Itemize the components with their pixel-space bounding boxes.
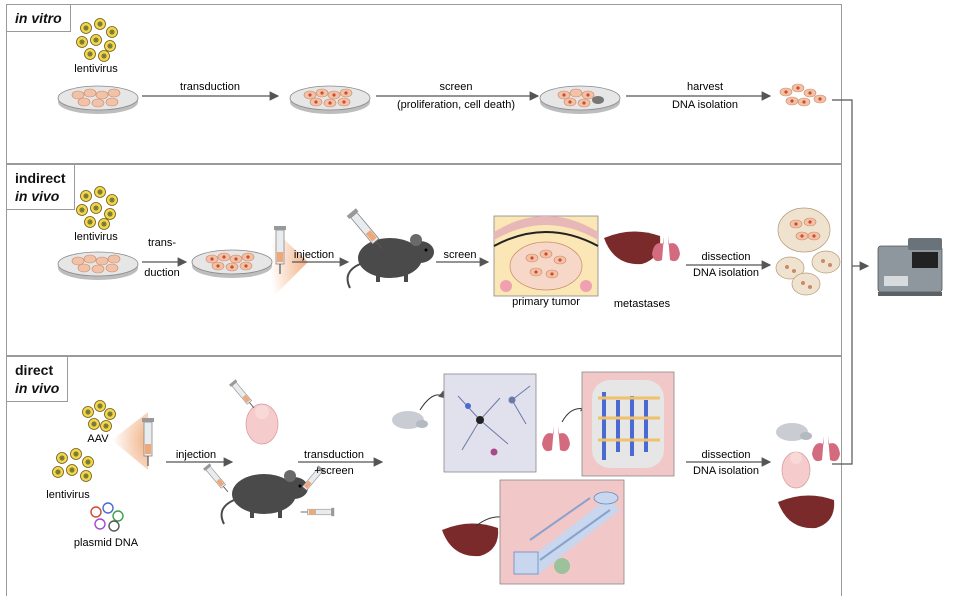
trans-label: trans- bbox=[148, 237, 176, 249]
indirect-in-vivo-title: indirect in vivo bbox=[7, 165, 75, 210]
dissection-label-1: dissection bbox=[702, 251, 751, 263]
lentivirus-label-1: lentivirus bbox=[74, 63, 118, 75]
dna-isolation-label-3: DNA isolation bbox=[693, 465, 759, 477]
in-vitro-panel: in vitro bbox=[6, 4, 842, 164]
harvest-label: harvest bbox=[687, 81, 723, 93]
direct-in-vivo-title: direct in vivo bbox=[7, 357, 69, 402]
dissection-label-2: dissection bbox=[702, 449, 751, 461]
aav-cluster bbox=[82, 400, 116, 432]
direct-in-vivo-panel: direct in vivo bbox=[6, 356, 842, 596]
indirect-title-line2: in vivo bbox=[15, 188, 60, 204]
lentivirus-label-2: lentivirus bbox=[74, 231, 118, 243]
brain-2 bbox=[776, 423, 812, 441]
direct-title-line1: direct bbox=[15, 362, 54, 378]
liver-tissue-box bbox=[499, 479, 625, 585]
sequencer-icon bbox=[877, 238, 943, 296]
syringe-5 bbox=[202, 462, 232, 495]
petri-dish-3 bbox=[539, 85, 621, 115]
screen-detail-label: (proliferation, cell death) bbox=[397, 99, 515, 111]
brain-1 bbox=[392, 411, 428, 429]
screen-label-mid: screen bbox=[443, 249, 476, 261]
direct-title-line2: in vivo bbox=[15, 380, 60, 396]
aav-label: AAV bbox=[87, 433, 109, 445]
indirect-title-line1: indirect bbox=[15, 170, 66, 186]
duction-label: duction bbox=[144, 267, 179, 279]
metastases-label: metastases bbox=[614, 298, 671, 310]
plasmid-dna-cluster bbox=[90, 502, 124, 532]
lung-3 bbox=[812, 436, 840, 462]
mouse-2 bbox=[220, 469, 309, 525]
syringe-4 bbox=[228, 378, 258, 411]
in-vitro-title: in vitro bbox=[7, 5, 71, 32]
lentivirus-cluster-2 bbox=[76, 186, 118, 230]
transduction-label: transduction bbox=[180, 81, 240, 93]
primary-tumor-label: primary tumor bbox=[512, 296, 580, 308]
liver-2 bbox=[442, 523, 499, 557]
screen-label-top: screen bbox=[439, 81, 472, 93]
lentivirus-cluster-1 bbox=[76, 18, 118, 62]
transduction-label-2: transduction bbox=[304, 449, 364, 461]
petri-dish-1 bbox=[57, 85, 139, 115]
dna-isolation-label-1: DNA isolation bbox=[672, 99, 738, 111]
liver-1 bbox=[604, 231, 661, 265]
primary-tumor-box bbox=[493, 215, 599, 297]
petri-dish-4 bbox=[57, 251, 139, 281]
dna-isolation-label-2: DNA isolation bbox=[693, 267, 759, 279]
harvested-tissue-2 bbox=[775, 207, 841, 296]
lentivirus-cluster-3 bbox=[52, 448, 94, 482]
syringe-7 bbox=[300, 507, 335, 517]
injection-label-2: injection bbox=[176, 449, 216, 461]
embryo-2 bbox=[781, 451, 811, 489]
neuron-box bbox=[443, 373, 537, 473]
petri-dish-2 bbox=[289, 85, 371, 115]
harvested-cells-1 bbox=[779, 83, 827, 107]
petri-dish-5 bbox=[191, 249, 273, 279]
in-vitro-title-text: in vitro bbox=[15, 10, 62, 26]
mouse-1 bbox=[346, 233, 435, 289]
lentivirus-label-3: lentivirus bbox=[46, 489, 90, 501]
connector-bracket bbox=[832, 99, 870, 465]
plus-screen-label: +screen bbox=[314, 465, 353, 477]
liver-3 bbox=[778, 495, 835, 529]
embryo-1 bbox=[245, 403, 279, 445]
plasmid-dna-label: plasmid DNA bbox=[74, 537, 139, 549]
vector-spray-cone bbox=[112, 412, 148, 470]
injection-label-1: injection bbox=[294, 249, 334, 261]
lung-2 bbox=[542, 426, 570, 452]
lung-tissue-box bbox=[581, 371, 675, 477]
arrow-brain-zoom bbox=[419, 390, 447, 411]
